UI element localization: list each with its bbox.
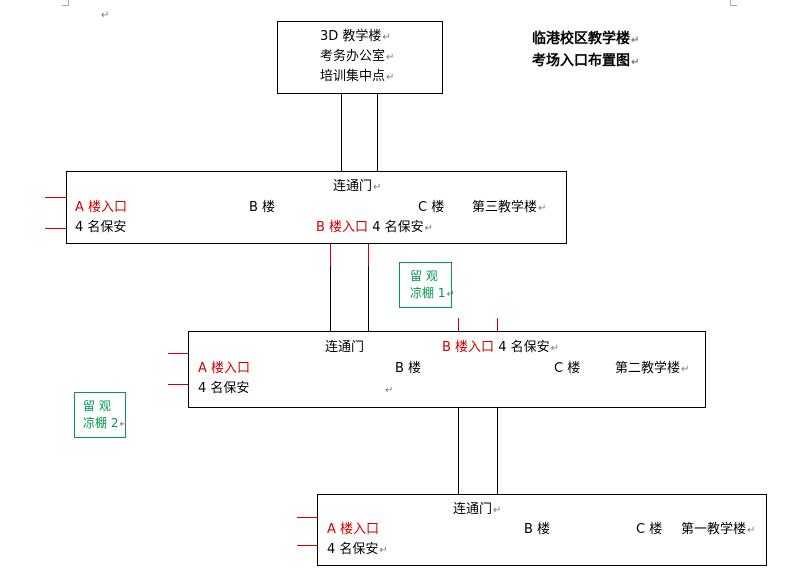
entrance-marker: [297, 545, 317, 546]
building1-c-label: C 楼: [636, 522, 663, 537]
paragraph-mark: ↵: [382, 32, 391, 43]
entrance-marker: [168, 353, 188, 354]
paragraph-mark: ↵: [681, 364, 690, 375]
pavilion1-line-2: 凉棚 1↵: [410, 285, 455, 303]
paragraph-mark: ↵: [119, 419, 128, 430]
paragraph-mark: ↵: [386, 72, 395, 83]
building-name-text: 第三教学楼: [472, 200, 538, 215]
corridor-line: [368, 266, 369, 331]
building1-a-entrance: A 楼入口: [327, 522, 380, 537]
paragraph-mark: ↵: [386, 52, 395, 63]
building2-a-guards: 4 名保安: [198, 381, 250, 396]
diagram-title-line-2: 考场入口布置图↵: [532, 52, 639, 72]
entrance-marker: [168, 384, 188, 385]
pavilion1-line-1: 留 观: [410, 269, 438, 283]
building1-box: [317, 494, 767, 566]
building3-name: 第三教学楼↵: [472, 199, 546, 218]
connector-label: 连通门: [333, 179, 373, 194]
observation-pavilion-1: [399, 262, 452, 308]
guards-text: 4 名保安: [327, 542, 379, 557]
top-building-line-1: 3D 教学楼↵: [320, 28, 391, 47]
building2-b-label: B 楼: [395, 361, 422, 376]
b-entrance-label: B 楼入口: [316, 220, 369, 235]
title-text: 考场入口布置图: [532, 53, 630, 69]
building2-box: [188, 331, 706, 408]
building3-box: [66, 171, 567, 244]
paragraph-mark: ↵: [424, 223, 433, 234]
title-text: 临港校区教学楼: [532, 31, 630, 47]
b-guards-label: 4 名保安: [372, 220, 424, 235]
building1-b-label: B 楼: [524, 522, 551, 537]
building3-a-guards: 4 名保安: [75, 220, 127, 235]
paragraph-mark: ↵: [747, 525, 756, 536]
top-building-text: 培训集中点: [320, 69, 386, 84]
building-name-text: 第一教学楼: [681, 522, 747, 537]
paragraph-mark: ↵: [379, 545, 388, 556]
paragraph-mark: ↵: [538, 203, 547, 214]
pavilion-text: 凉棚 2: [83, 416, 119, 430]
building2-c-label: C 楼: [554, 361, 581, 376]
top-building-box: [277, 21, 443, 94]
pavilion-text: 凉棚 1: [410, 286, 446, 300]
top-building-line-3: 培训集中点↵: [320, 68, 394, 87]
entrance-marker: [458, 318, 459, 331]
building2-connector-door: 连通门: [325, 340, 365, 355]
b-entrance-label: B 楼入口: [442, 340, 495, 355]
entrance-marker: [330, 244, 331, 266]
pavilion2-line-1: 留 观: [83, 399, 111, 413]
connector-label: 连通门: [453, 502, 493, 517]
paragraph-mark: ↵: [101, 10, 110, 21]
paragraph-mark: ↵: [550, 343, 559, 354]
pavilion2-line-2: 凉棚 2↵: [83, 415, 128, 433]
b-guards-label: 4 名保安: [498, 340, 550, 355]
observation-pavilion-2: [74, 392, 126, 438]
top-building-text: 3D 教学楼: [320, 29, 382, 44]
paragraph-mark: ↵: [373, 182, 382, 193]
building3-a-entrance: A 楼入口: [75, 200, 128, 215]
top-building-line-2: 考务办公室↵: [320, 48, 394, 67]
entrance-marker: [368, 244, 369, 266]
entrance-marker: [45, 197, 66, 198]
building-name-text: 第二教学楼: [615, 361, 681, 376]
top-building-text: 考务办公室: [320, 49, 386, 64]
paragraph-mark: ↵: [385, 385, 394, 396]
paragraph-mark: ↵: [631, 57, 640, 68]
corridor-line: [341, 94, 342, 171]
corridor-line: [497, 408, 498, 494]
building3-b-entrance-row: B 楼入口 4 名保安↵: [316, 219, 433, 238]
entrance-marker: [297, 517, 317, 518]
building2-b-entrance-row: B 楼入口 4 名保安↵: [442, 339, 559, 358]
diagram-title-line-1: 临港校区教学楼↵: [532, 30, 639, 50]
corridor-line: [377, 94, 378, 171]
building2-name: 第二教学楼↵: [615, 360, 689, 379]
building1-name: 第一教学楼↵: [681, 521, 755, 540]
building1-connector-door: 连通门↵: [453, 501, 501, 520]
building2-a-entrance: A 楼入口: [198, 361, 251, 376]
entrance-marker: [497, 318, 498, 331]
corridor-line: [330, 266, 331, 331]
paragraph-mark: ↵: [493, 505, 502, 516]
page-corner-mark: [62, 0, 69, 6]
paragraph-mark: ↵: [446, 289, 455, 300]
building3-c-label: C 楼: [418, 200, 445, 215]
building1-a-guards: 4 名保安↵: [327, 541, 388, 560]
page-corner-mark: [730, 0, 737, 6]
paragraph-mark: ↵: [631, 35, 640, 46]
building3-connector-door: 连通门↵: [333, 178, 381, 197]
corridor-line: [458, 408, 459, 494]
building3-b-label: B 楼: [249, 200, 276, 215]
entrance-marker: [45, 228, 66, 229]
